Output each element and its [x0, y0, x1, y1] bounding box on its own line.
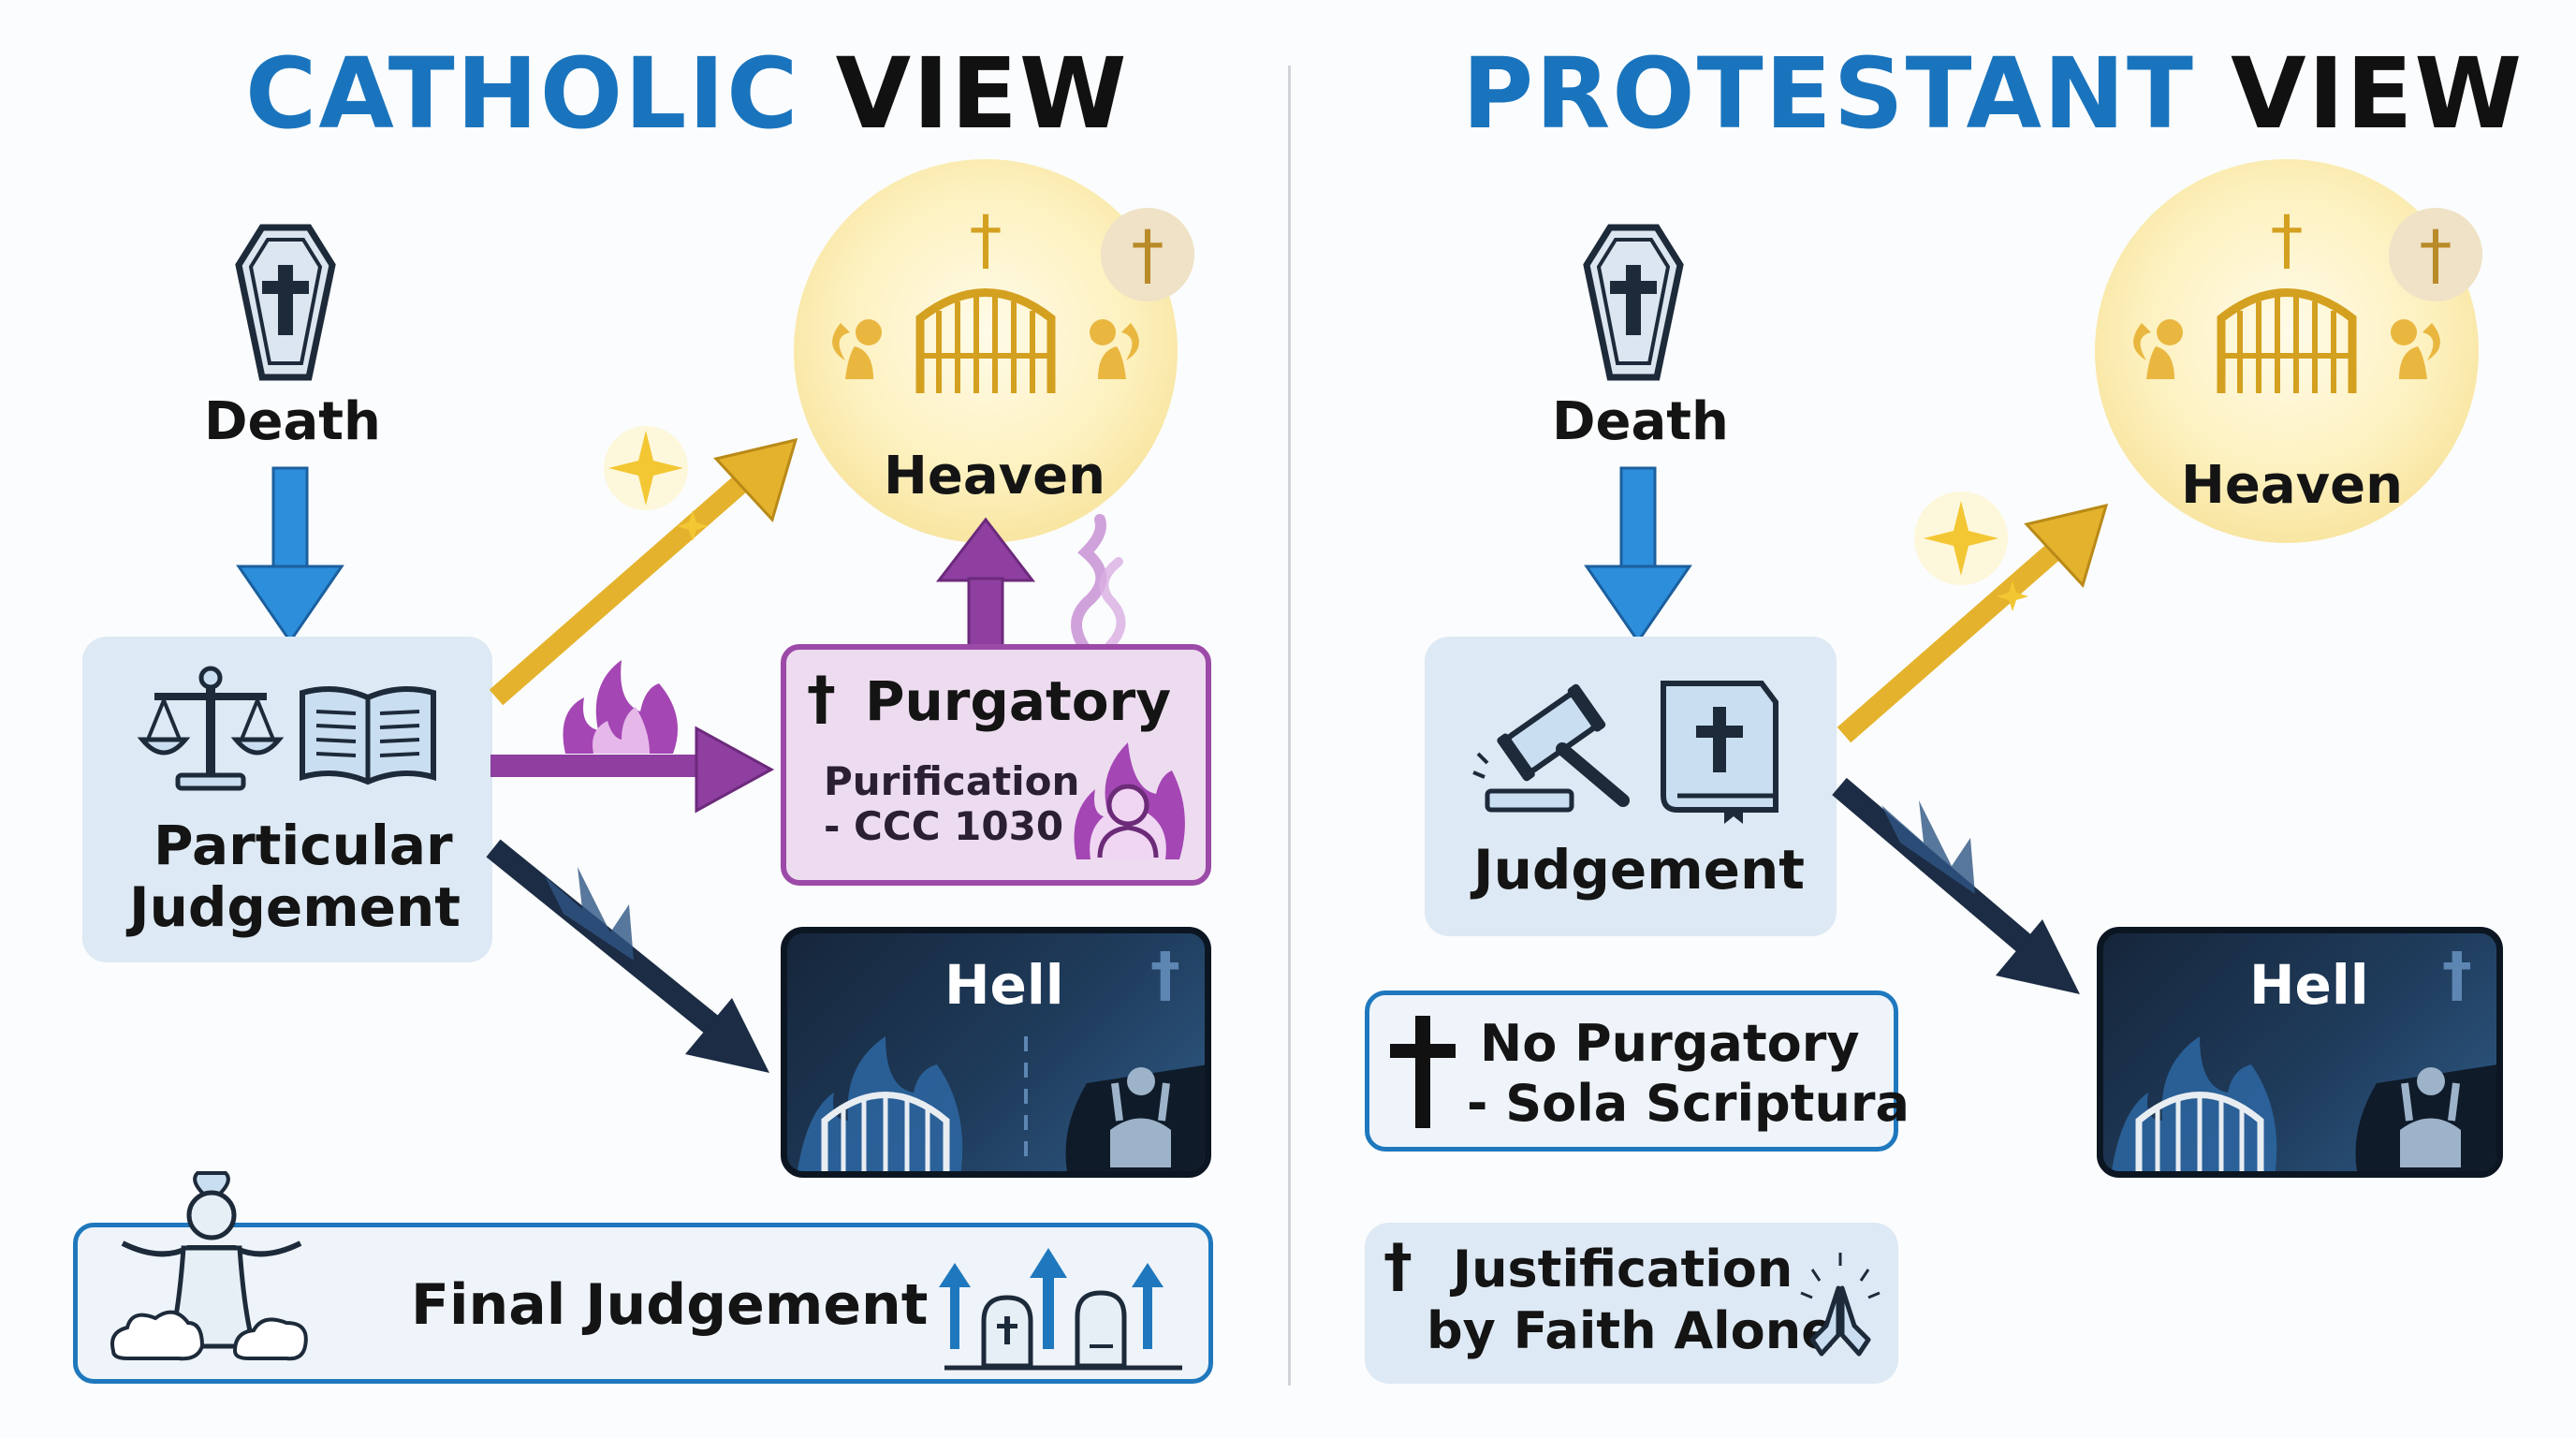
sparkle-icon — [604, 426, 709, 541]
catholic-heaven-cross-badge: † — [1101, 208, 1194, 301]
catholic-heaven-arrow — [489, 437, 798, 706]
catholic-hell-box: Hell † — [781, 927, 1211, 1178]
particular-judgement-label-line2: Judgement — [129, 875, 461, 939]
jesus-icon — [110, 1171, 308, 1361]
particular-judgement-label-line1: Particular — [154, 814, 453, 877]
protestant-title: PROTESTANT VIEW — [1462, 45, 2524, 142]
final-judgement-label: Final Judgement — [411, 1272, 929, 1338]
protestant-hell-cross: † — [2442, 941, 2472, 1010]
person-icon — [1074, 742, 1185, 859]
protestant-heaven-arrow — [1837, 503, 2109, 743]
justification-line1: Justification — [1453, 1240, 1793, 1299]
justification-cross-glyph: † — [1383, 1231, 1412, 1299]
protestant-judgement-label: Judgement — [1473, 838, 1806, 902]
purgatory-sub-line2: - CCC 1030 — [824, 803, 1064, 849]
catholic-hell-arrow — [486, 839, 769, 1073]
heaven-cross-glyph: † — [970, 201, 1003, 278]
particular-judgement-box: Particular Judgement — [82, 637, 492, 962]
catholic-hell-label: Hell — [944, 953, 1064, 1017]
gates-icon: † — [915, 201, 1056, 393]
angel-icon — [832, 319, 882, 379]
catholic-title: CATHOLIC VIEW — [245, 45, 1129, 142]
justification-line2: by Faith Alone — [1427, 1301, 1836, 1360]
no-purgatory-box: No Purgatory - Sola Scriptura — [1365, 990, 1910, 1152]
gavel-icon — [1472, 683, 1630, 813]
protestant-heaven-cross-badge: † — [2389, 208, 2482, 301]
justification-box: † Justification by Faith Alone — [1365, 1223, 1898, 1384]
angel-icon — [1090, 319, 1139, 379]
purgatory-box: † Purgatory Purification - CCC 1030 — [781, 644, 1211, 886]
catholic-hell-cross: † — [1150, 941, 1180, 1010]
gates-icon: † — [2217, 201, 2357, 393]
book-icon — [300, 686, 436, 785]
catholic-purgatory-up-arrow — [935, 517, 1036, 648]
angel-icon — [2133, 319, 2183, 379]
praying-hands-icon — [1800, 1253, 1881, 1357]
heaven-cross-glyph: † — [2271, 201, 2304, 278]
column-divider — [1288, 66, 1291, 1386]
protestant-title-rest: VIEW — [2231, 37, 2525, 151]
smoke-icon — [1071, 514, 1126, 661]
tombstone-icon — [939, 1248, 1182, 1371]
coffin-icon — [235, 224, 336, 381]
coffin-icon — [1583, 224, 1684, 381]
protestant-hell-label: Hell — [2249, 953, 2369, 1017]
purgatory-sub-line1: Purification — [824, 758, 1080, 804]
final-judgement-box: Final Judgement — [73, 1171, 1213, 1384]
no-purgatory-line2: - Sola Scriptura — [1467, 1074, 1910, 1133]
catholic-title-rest: VIEW — [835, 37, 1129, 151]
despair-person-icon — [2355, 1064, 2496, 1171]
hell-gate-icon — [797, 1036, 963, 1171]
purgatory-label: Purgatory — [865, 669, 1172, 733]
protestant-title-accent: PROTESTANT — [1462, 37, 2195, 151]
hell-gate-icon — [2111, 1036, 2277, 1171]
sparkle-icon — [1914, 492, 2028, 611]
catholic-heaven: † Heaven — [794, 159, 1178, 543]
protestant-hell-box: Hell † — [2097, 927, 2503, 1178]
protestant-hell-arrow — [1832, 777, 2080, 994]
angel-icon — [2391, 319, 2440, 379]
catholic-title-accent: CATHOLIC — [245, 37, 800, 151]
catholic-down-arrow — [236, 466, 344, 644]
protestant-death-label: Death — [1552, 391, 1729, 452]
protestant-heaven-label: Heaven — [2181, 455, 2403, 516]
protestant-judgement-box: Judgement — [1425, 637, 1837, 936]
protestant-down-arrow — [1584, 466, 1692, 644]
cross-icon — [1390, 1016, 1456, 1128]
bible-icon — [1661, 681, 1778, 824]
scales-icon — [137, 666, 285, 791]
catholic-purgatory-arrow — [490, 726, 775, 814]
catholic-death-label: Death — [204, 391, 381, 452]
fire-icon — [563, 660, 678, 754]
purgatory-cross-glyph: † — [807, 664, 836, 732]
catholic-heaven-label: Heaven — [884, 446, 1105, 506]
despair-person-icon — [1024, 1036, 1205, 1171]
no-purgatory-line1: No Purgatory — [1480, 1014, 1860, 1073]
